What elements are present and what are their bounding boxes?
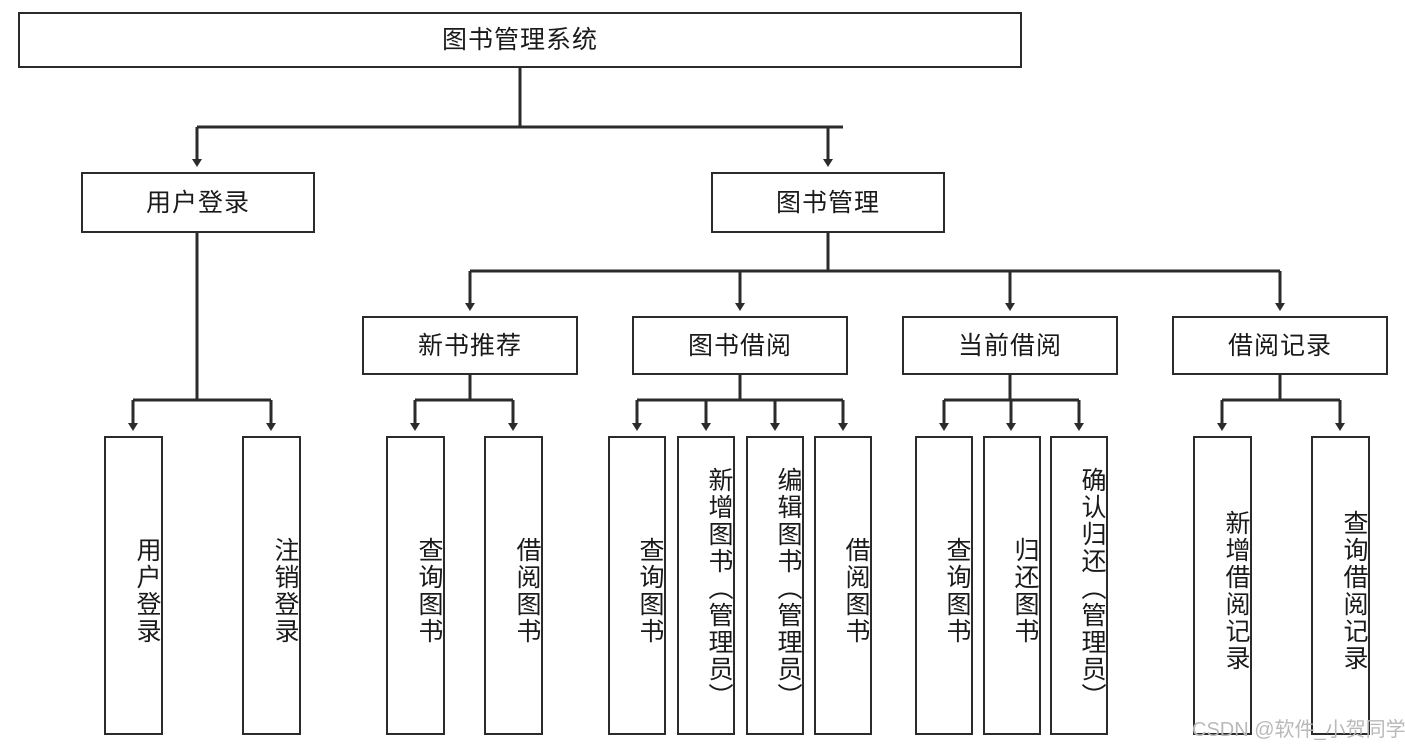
node-label: 新书推荐 [417, 331, 522, 360]
node-book-borrow[interactable]: 图书借阅 [632, 316, 848, 375]
node-label: 新增借阅记录 [1222, 509, 1250, 672]
node-root-book-management-system[interactable]: 图书管理系统 [18, 12, 1022, 68]
node-leaf-query-borrow-record[interactable]: 查询借阅记录 [1311, 436, 1370, 735]
node-new-book-recommend[interactable]: 新书推荐 [362, 316, 578, 375]
node-label: 查询图书 [943, 536, 971, 645]
node-label: 借阅图书 [842, 536, 870, 645]
node-leaf-logout[interactable]: 注销登录 [242, 436, 301, 735]
node-leaf-query-book-current[interactable]: 查询图书 [915, 436, 973, 735]
node-leaf-edit-book-admin[interactable]: 编辑图书（管理员） [746, 436, 804, 735]
node-book-management[interactable]: 图书管理 [711, 172, 945, 233]
node-label: 查询借阅记录 [1340, 509, 1368, 672]
node-leaf-confirm-return-admin[interactable]: 确认归还（管理员） [1050, 436, 1108, 735]
node-leaf-borrow-book[interactable]: 借阅图书 [814, 436, 872, 735]
node-leaf-user-login[interactable]: 用户登录 [104, 436, 163, 735]
node-label: 查询图书 [415, 536, 443, 645]
node-label: 确认归还（管理员） [1078, 467, 1106, 710]
node-leaf-add-borrow-record[interactable]: 新增借阅记录 [1193, 436, 1252, 735]
node-user-login[interactable]: 用户登录 [81, 172, 315, 233]
watermark: CSDN @软件_小贺同学 [1192, 719, 1405, 741]
node-label: 图书借阅 [687, 331, 792, 360]
node-leaf-return-book[interactable]: 归还图书 [983, 436, 1041, 735]
node-label: 借阅图书 [513, 536, 541, 645]
node-leaf-add-book-admin[interactable]: 新增图书（管理员） [677, 436, 735, 735]
node-leaf-query-book-borrow[interactable]: 查询图书 [608, 436, 666, 735]
node-leaf-borrow-book-recommend[interactable]: 借阅图书 [484, 436, 543, 735]
node-label: 图书管理 [775, 188, 880, 217]
node-label: 归还图书 [1011, 536, 1039, 645]
node-borrow-record[interactable]: 借阅记录 [1172, 316, 1388, 375]
node-label: 用户登录 [133, 536, 161, 645]
node-leaf-query-book-recommend[interactable]: 查询图书 [386, 436, 445, 735]
node-label: 编辑图书（管理员） [774, 467, 802, 710]
node-label: 用户登录 [145, 188, 250, 217]
node-label: 注销登录 [271, 536, 299, 645]
node-label: 图书管理系统 [441, 26, 598, 54]
node-label: 新增图书（管理员） [705, 467, 733, 710]
node-label: 查询图书 [636, 536, 664, 645]
node-label: 借阅记录 [1227, 331, 1332, 360]
node-current-borrow[interactable]: 当前借阅 [902, 316, 1118, 375]
node-label: 当前借阅 [957, 331, 1062, 360]
